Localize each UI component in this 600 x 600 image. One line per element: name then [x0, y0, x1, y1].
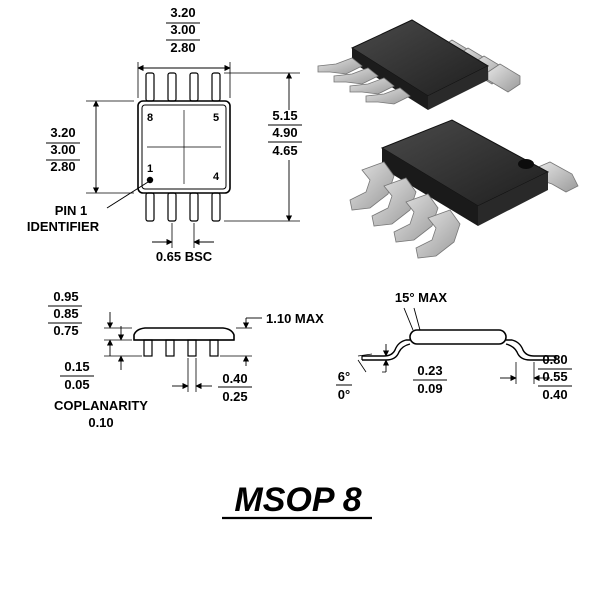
- lead-thickness-max: 0.23: [417, 363, 442, 378]
- left-dim-max: 3.20: [50, 125, 75, 140]
- top-width-min: 2.80: [170, 40, 195, 55]
- render-lower-package: [349, 119, 579, 259]
- left-dim-min: 2.80: [50, 159, 75, 174]
- top-width-max: 3.20: [170, 5, 195, 20]
- top-view-body: [137, 100, 231, 194]
- end-view-body: [409, 329, 507, 345]
- max-height-label: 1.10 MAX: [266, 311, 324, 326]
- side-view: [48, 305, 262, 392]
- side-height-min: 0.75: [53, 323, 78, 338]
- pin1-dot: [146, 176, 154, 184]
- pin-label-8: 8: [147, 112, 153, 124]
- bottom-leads: [145, 192, 221, 222]
- package-title: MSOP 8: [234, 481, 361, 519]
- side-height-max: 0.95: [53, 289, 78, 304]
- foot-angle-max: 6°: [338, 369, 350, 384]
- pitch-label: 0.65 BSC: [156, 249, 213, 264]
- right-dim-max: 5.15: [272, 108, 297, 123]
- foot-angle-min: 0°: [338, 387, 350, 402]
- side-view-body: [133, 327, 235, 341]
- foot-length-nom: 0.55: [542, 369, 567, 384]
- top-width-nom: 3.00: [170, 22, 195, 37]
- pin-label-5: 5: [213, 112, 219, 124]
- standoff-max: 0.15: [64, 359, 89, 374]
- pin-label-1: 1: [147, 163, 153, 175]
- end-view: [336, 307, 572, 387]
- top-view: [46, 22, 302, 248]
- pin1-leader: [106, 181, 149, 209]
- pin1-label-line2: IDENTIFIER: [27, 219, 100, 234]
- lead-thickness-min: 0.09: [417, 381, 442, 396]
- right-dim-nom: 4.90: [272, 125, 297, 140]
- standoff-min: 0.05: [64, 377, 89, 392]
- top-leads: [145, 72, 221, 102]
- render-upper-package: [317, 19, 521, 110]
- right-dim-min: 4.65: [272, 143, 297, 158]
- foot-length-min: 0.40: [542, 387, 567, 402]
- top-view-body-inner: [141, 104, 227, 190]
- coplanarity-value: 0.10: [88, 415, 113, 430]
- side-view-leads: [143, 339, 219, 357]
- left-dim-nom: 3.00: [50, 142, 75, 157]
- end-angle-max: 15° MAX: [395, 290, 447, 305]
- side-height-nom: 0.85: [53, 306, 78, 321]
- render-pin1-dimple: [518, 159, 534, 169]
- pin-label-4: 4: [213, 171, 220, 183]
- coplanarity-label: COPLANARITY: [54, 398, 148, 413]
- lead-width-min: 0.25: [222, 389, 247, 404]
- lead-width-max: 0.40: [222, 371, 247, 386]
- end-view-lead: [362, 339, 556, 357]
- pin1-label-line1: PIN 1: [55, 203, 88, 218]
- foot-length-max: 0.80: [542, 352, 567, 367]
